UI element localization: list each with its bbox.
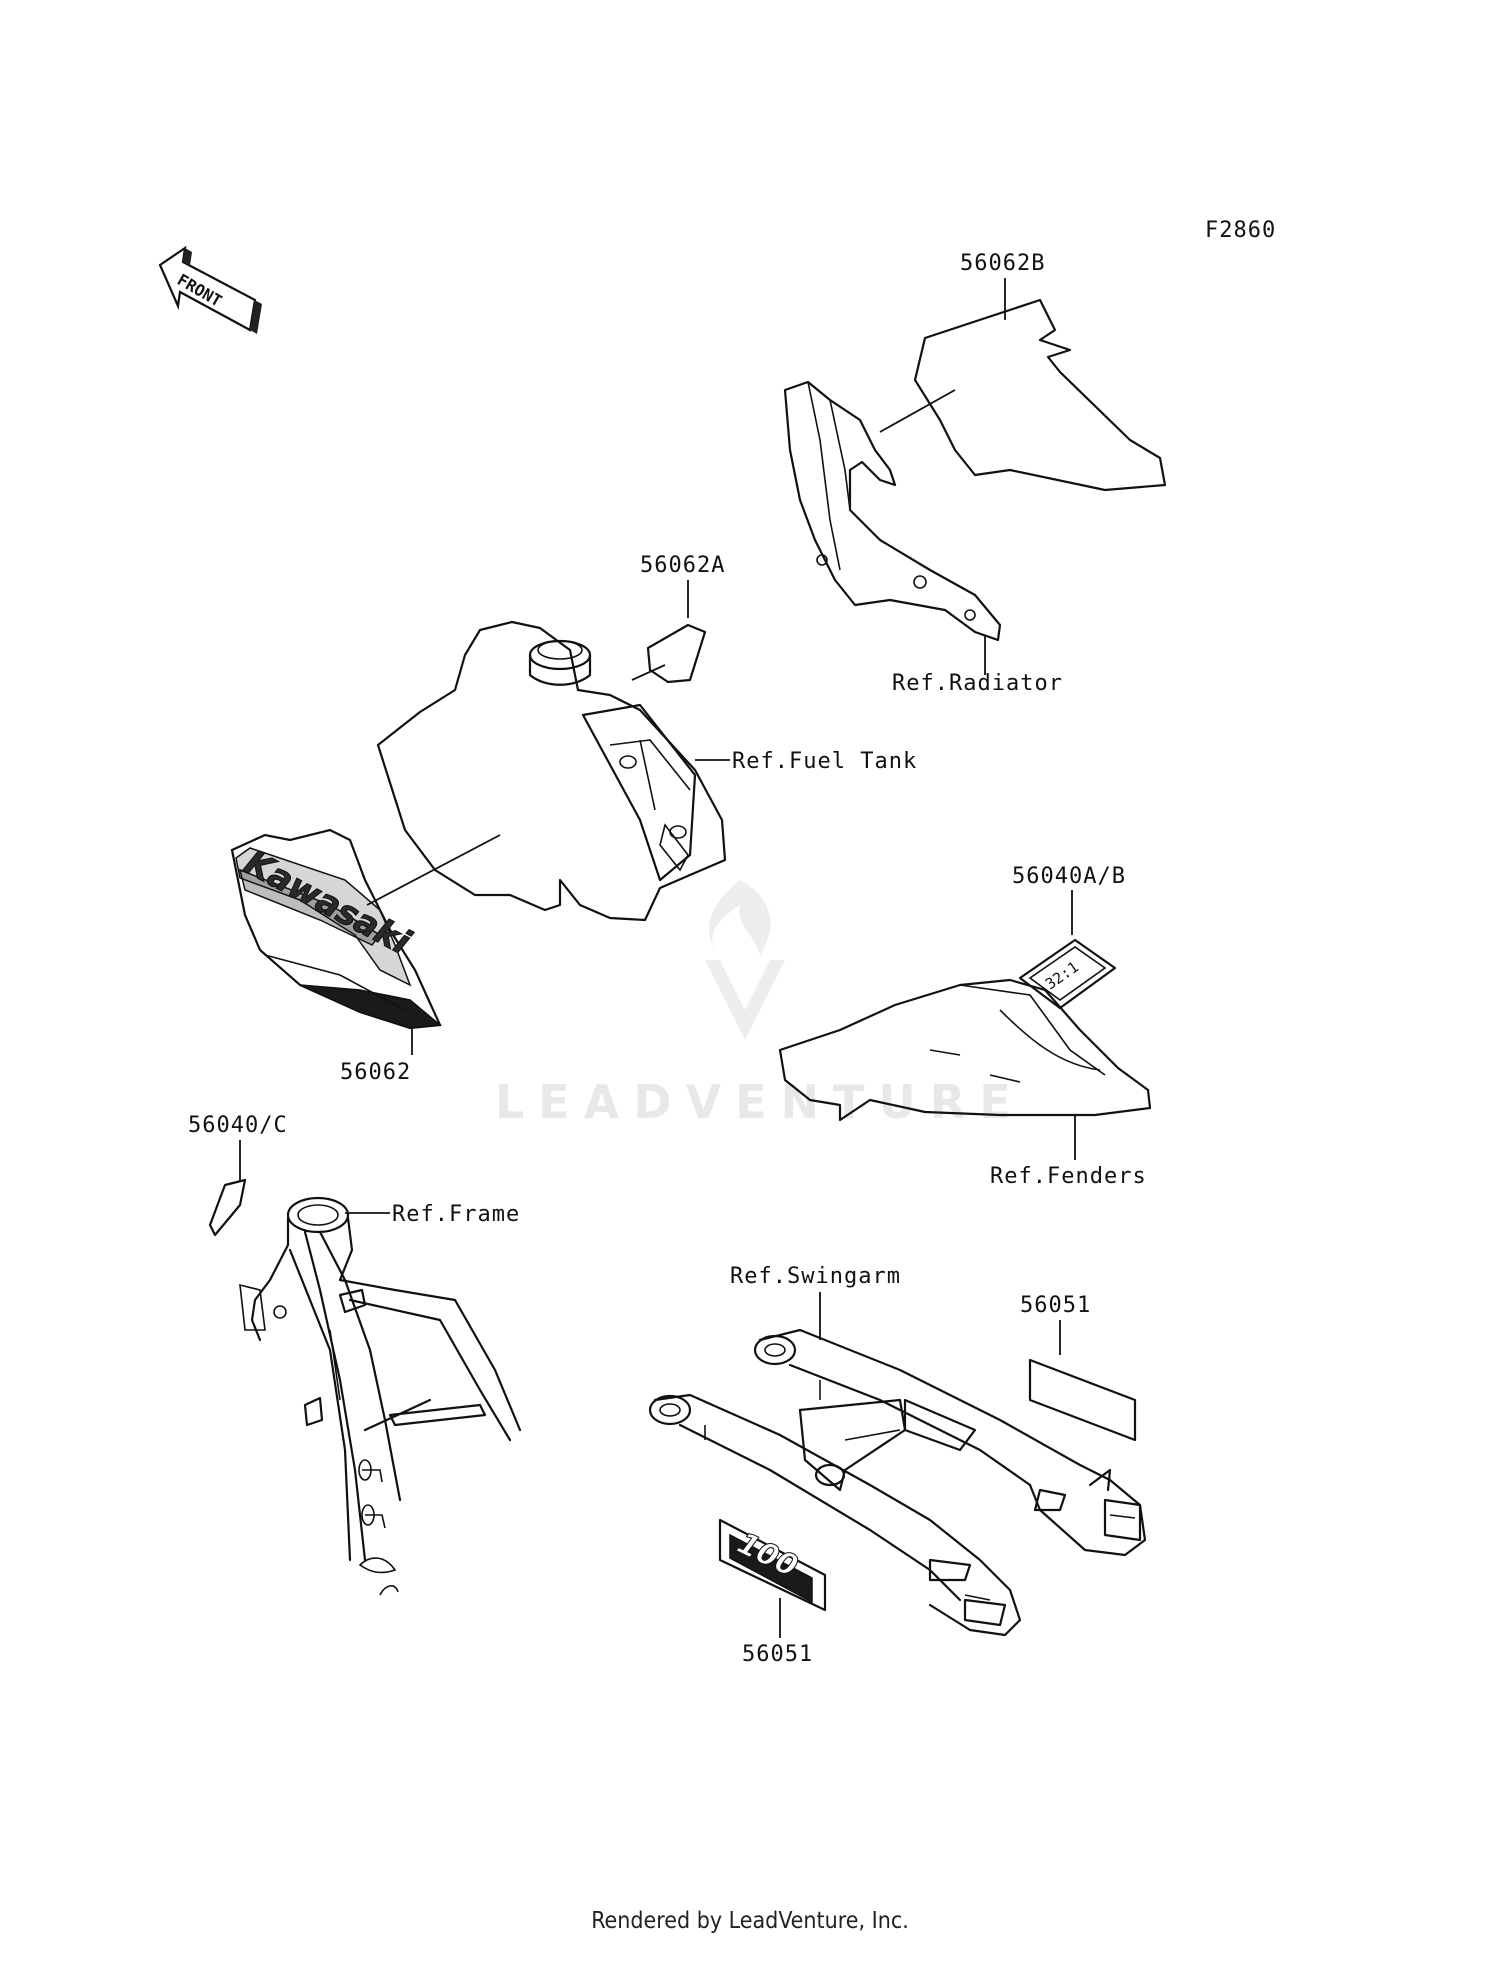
decal-56051-top[interactable]	[1028, 1358, 1137, 1442]
label-ref-fuel-tank: Ref.Fuel Tank	[732, 749, 917, 774]
decal-56062A[interactable]	[646, 623, 707, 684]
decal-56062-kawasaki[interactable]: Kawasaki	[230, 828, 442, 1030]
rear-fender	[778, 978, 1152, 1122]
front-arrow-icon: FRONT	[158, 245, 262, 334]
label-56051-bottom: 56051	[742, 1642, 813, 1667]
label-ref-frame: Ref.Frame	[392, 1202, 520, 1227]
figure-code: F2860	[1205, 218, 1276, 243]
decal-56051-100[interactable]: 100	[718, 1518, 827, 1612]
frame	[239, 1196, 522, 1596]
label-56062A: 56062A	[640, 553, 725, 578]
label-56062B: 56062B	[960, 251, 1045, 276]
label-ref-swingarm: Ref.Swingarm	[730, 1264, 901, 1289]
label-ref-fenders: Ref.Fenders	[990, 1164, 1147, 1189]
decal-56040C[interactable]	[208, 1178, 247, 1237]
watermark-text: LEADVENTURE	[495, 1075, 1025, 1129]
decal-56040AB[interactable]: 32:1	[1018, 938, 1117, 1010]
leader-56062B-part	[879, 389, 956, 433]
label-56040AB: 56040A/B	[1012, 864, 1126, 889]
footer-credit: Rendered by LeadVenture, Inc.	[591, 1908, 909, 1934]
radiator-shroud	[783, 380, 1002, 642]
label-56051-top: 56051	[1020, 1293, 1091, 1318]
fuel-tank	[376, 620, 727, 922]
label-ref-radiator: Ref.Radiator	[892, 671, 1063, 696]
decal-56062B[interactable]	[913, 298, 1167, 492]
label-56062: 56062	[340, 1060, 411, 1085]
swingarm	[648, 1328, 1147, 1637]
label-56040C: 56040/C	[188, 1113, 288, 1138]
leader-56062A-part	[631, 664, 666, 681]
leadventure-watermark: LEADVENTURE	[495, 880, 1025, 1129]
leader-56062-part	[366, 834, 501, 906]
